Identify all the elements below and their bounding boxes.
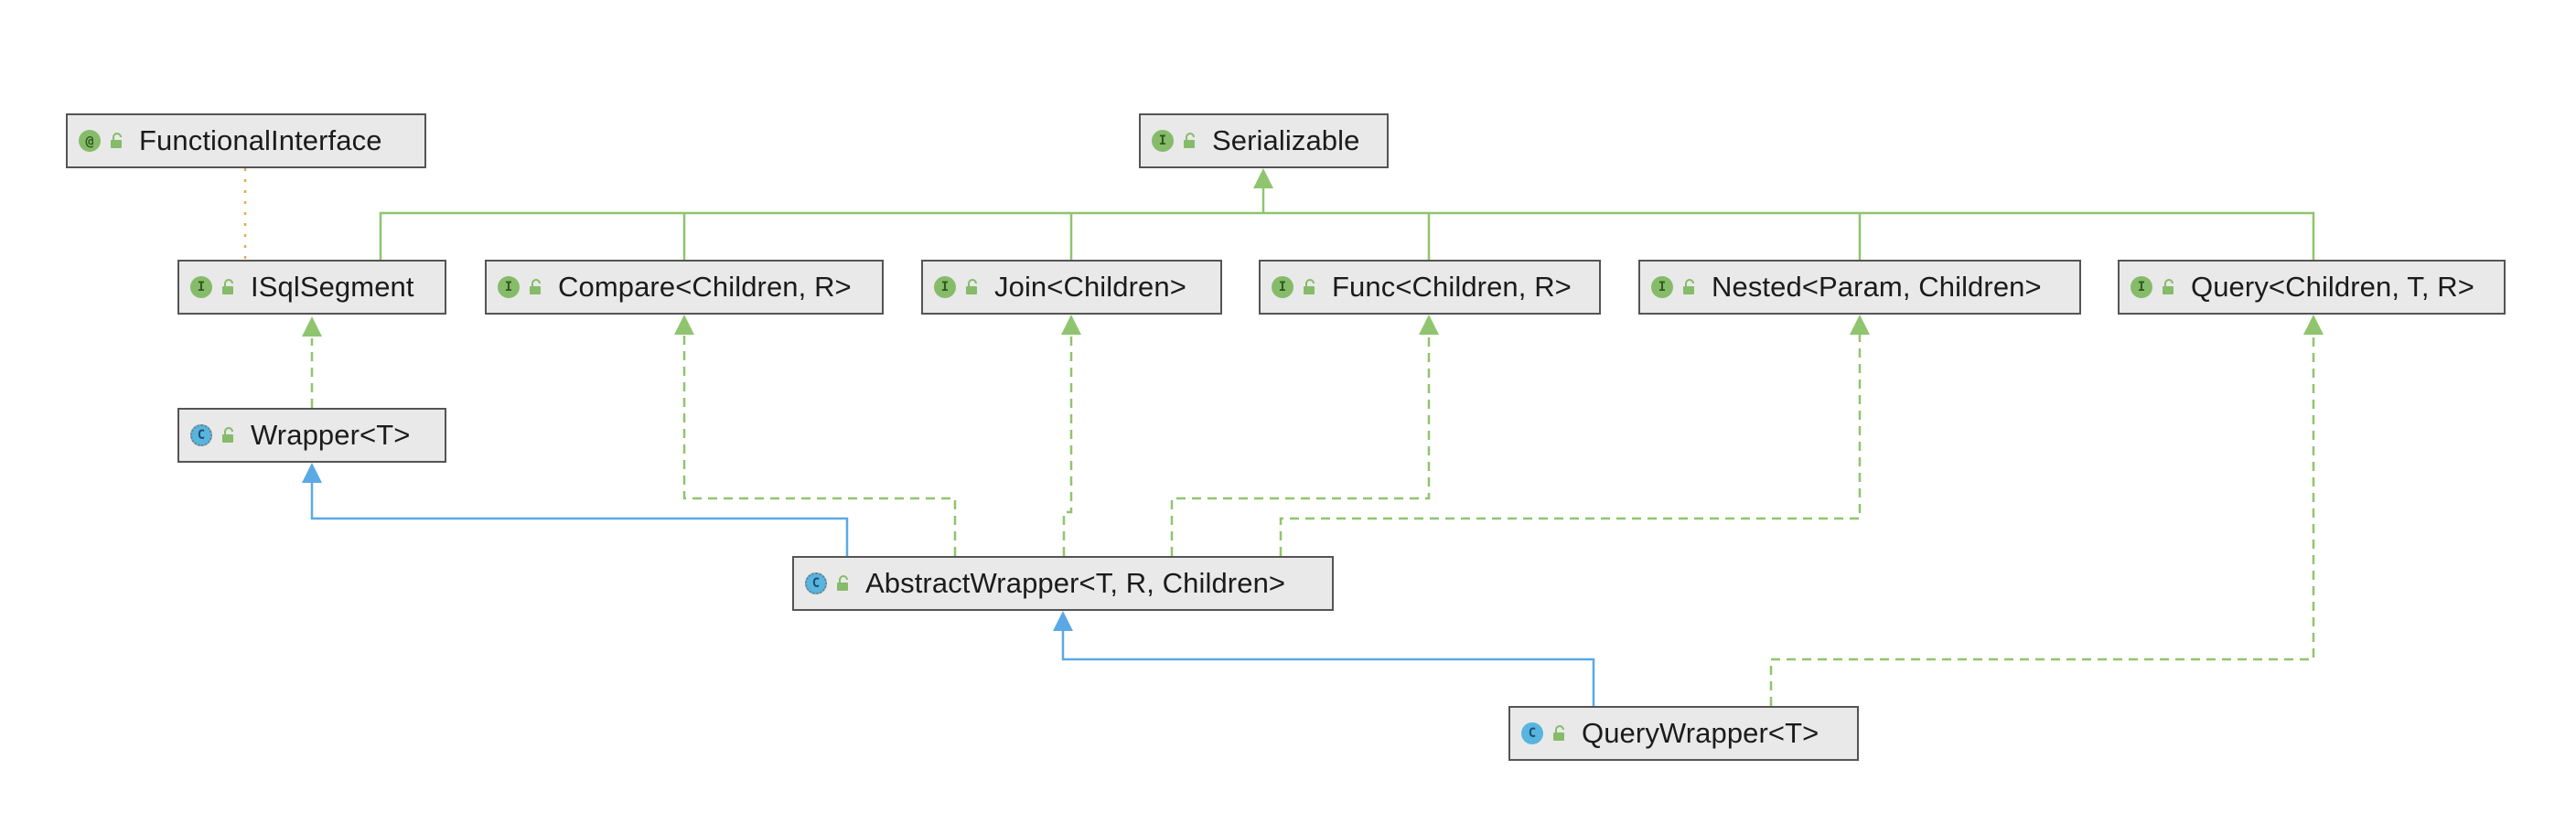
arrowhead-compare [674,315,694,335]
node-label: Join<Children> [994,271,1186,303]
node-join[interactable]: I Join<Children> [921,260,1222,315]
node-query[interactable]: I Query<Children, T, R> [2118,260,2506,315]
edge-abstractwrapper-wrapper [310,483,849,556]
arrowhead-nested [1850,315,1870,335]
arrowhead-serializable [1253,168,1273,188]
arrowhead-func [1419,315,1439,335]
arrowhead-abstractwrapper [1053,611,1073,631]
node-isqlsegment[interactable]: I ISqlSegment [177,260,446,315]
arrowhead-join [1061,315,1081,335]
lock-open-icon [222,279,233,294]
lock-open-icon [111,133,122,148]
edge-abstractwrapper-nested [1279,335,1862,556]
arrowhead-isqlsegment [302,316,322,337]
interface-icon: I [498,276,520,298]
node-func[interactable]: I Func<Children, R> [1259,260,1601,315]
arrowhead-query [2303,315,2324,335]
edge-querywrapper-query [1769,335,2315,706]
node-wrapper[interactable]: C Wrapper<T> [177,408,446,463]
annotation-icon: @ [79,130,101,152]
lock-open-icon [1304,279,1315,294]
interface-icon: I [190,276,212,298]
node-label: Wrapper<T> [251,419,411,451]
node-serializable[interactable]: I Serializable [1139,113,1389,168]
lock-open-icon [2163,279,2174,294]
lock-open-icon [1683,279,1694,294]
node-label: ISqlSegment [251,271,414,303]
interface-icon: I [2131,276,2152,298]
abstract-class-icon: C [190,424,212,446]
node-abstractwrapper[interactable]: C AbstractWrapper<T, R, Children> [792,556,1334,611]
edge-serializable-bus [379,211,2315,260]
arrowhead-wrapper [302,463,322,483]
class-icon: C [1521,722,1543,744]
node-label: Serializable [1212,124,1360,156]
lock-open-icon [837,575,848,591]
node-label: Func<Children, R> [1332,271,1572,303]
node-label: AbstractWrapper<T, R, Children> [865,567,1286,599]
node-label: QueryWrapper<T> [1582,717,1819,749]
node-nested[interactable]: I Nested<Param, Children> [1638,260,2081,315]
interface-icon: I [934,276,956,298]
edge-abstractwrapper-join [1062,335,1073,556]
lock-open-icon [966,279,977,294]
lock-open-icon [1184,133,1195,148]
node-label: Compare<Children, R> [558,271,852,303]
interface-icon: I [1152,130,1174,152]
edge-abstractwrapper-compare [682,335,957,556]
edge-querywrapper-abstractwrapper [1061,631,1595,706]
lock-open-icon [530,279,541,294]
node-compare[interactable]: I Compare<Children, R> [485,260,884,315]
node-label: Query<Children, T, R> [2191,271,2474,303]
lock-open-icon [1553,725,1564,741]
node-functionalinterface[interactable]: @ FunctionalInterface [66,113,426,168]
node-label: FunctionalInterface [139,124,382,156]
edge-abstractwrapper-func [1170,335,1431,556]
node-querywrapper[interactable]: C QueryWrapper<T> [1508,706,1859,761]
interface-icon: I [1651,276,1673,298]
lock-open-icon [222,427,233,443]
abstract-class-icon: C [805,572,827,594]
node-label: Nested<Param, Children> [1712,271,2042,303]
interface-icon: I [1272,276,1293,298]
